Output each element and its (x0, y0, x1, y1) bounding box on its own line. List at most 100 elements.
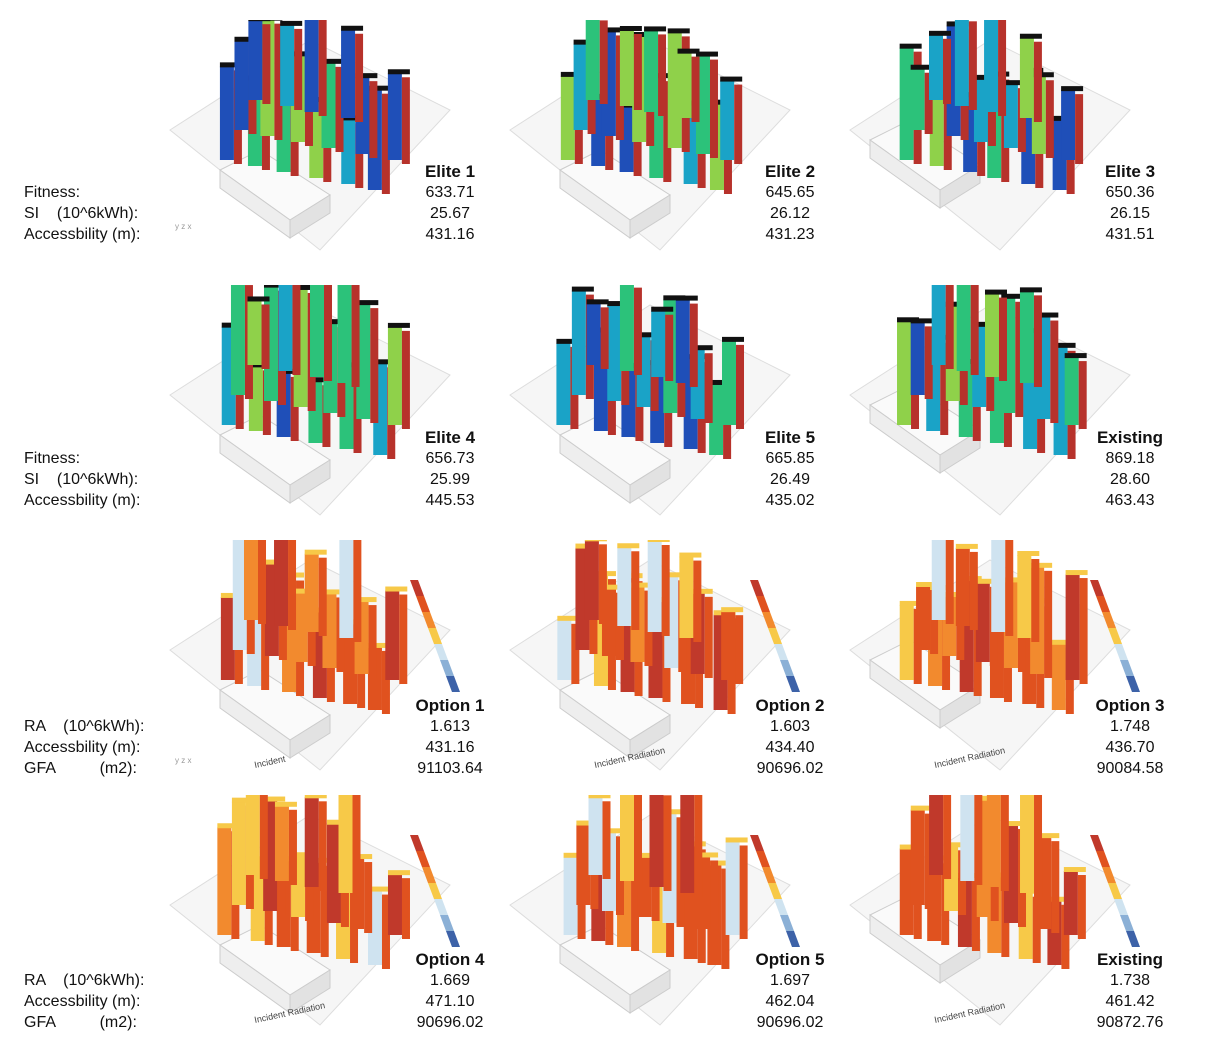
metric-value: 26.49 (769, 471, 811, 488)
massing-render (169, 20, 451, 251)
metric-value: 463.43 (1105, 492, 1155, 509)
massing-render (509, 795, 800, 1026)
metric-label: Accessbility (m): (24, 993, 141, 1010)
metric-label: Accessbility (m): (24, 492, 141, 509)
metric-value: 26.15 (1109, 205, 1151, 222)
tower (356, 300, 379, 423)
metric-value: 869.18 (1105, 450, 1155, 467)
metric-value: 1.669 (429, 972, 471, 989)
tower (1061, 86, 1084, 164)
tower (1051, 639, 1074, 714)
axis-gizmo-icon: y z x (175, 756, 192, 765)
metric-label: SI (10^6kWh): (24, 471, 139, 488)
tower (1019, 287, 1042, 387)
block-side (629, 714, 671, 759)
tower (385, 586, 408, 684)
tower (387, 870, 410, 939)
radiation-legend (750, 580, 800, 692)
block-side (939, 939, 981, 984)
panel-title: Elite 3 (1104, 162, 1156, 181)
metric-value: 645.65 (765, 184, 815, 201)
tower (954, 20, 977, 110)
tower (1064, 353, 1087, 429)
panel-title: Elite 5 (764, 428, 816, 447)
block-side (629, 969, 671, 1014)
axis-gizmo-icon: y z x (175, 222, 192, 231)
block-side (289, 714, 331, 759)
tower (1019, 33, 1042, 122)
tower (387, 69, 410, 164)
metric-value: 462.04 (765, 993, 815, 1010)
metric-value: 431.16 (425, 739, 475, 756)
block-side (629, 459, 671, 504)
panel-title: Option 4 (415, 950, 485, 969)
massing-render: Incident Radiation (169, 795, 460, 1026)
block-side (939, 684, 981, 729)
tower (585, 20, 608, 104)
metric-value: 90872.76 (1096, 1014, 1164, 1031)
metric-label: RA (10^6kWh): (24, 718, 145, 735)
metric-value: 431.16 (425, 226, 475, 243)
tower (725, 837, 748, 939)
tower (1017, 550, 1040, 642)
tower (248, 20, 271, 104)
block-side (939, 164, 981, 209)
tower (721, 607, 744, 684)
tower (956, 285, 979, 375)
massing-render (849, 285, 1131, 516)
panel-title: Option 3 (1095, 696, 1165, 715)
radiation-legend (410, 580, 460, 692)
tower (722, 336, 745, 429)
block-side (289, 459, 331, 504)
tower (341, 25, 364, 122)
metric-value: 1.613 (429, 718, 471, 735)
tower (620, 795, 643, 885)
metric-label: GFA (m2): (24, 760, 137, 777)
tower (960, 795, 983, 885)
massing-render: Incident Radiation (509, 540, 800, 771)
metric-labels: Fitness:SI (10^6kWh):Accessbility (m): (24, 182, 140, 245)
metric-value: 650.36 (1105, 184, 1155, 201)
tower (931, 540, 954, 624)
metric-value: 1.738 (1109, 972, 1151, 989)
metric-labels: RA (10^6kWh): Accessbility (m): GFA (m2): (24, 716, 144, 779)
tower (310, 285, 333, 381)
tower (280, 20, 303, 110)
tower (278, 285, 301, 375)
tower (675, 295, 698, 387)
metric-value: 90084.58 (1096, 760, 1164, 777)
tower (1063, 867, 1086, 939)
massing-render: Incident (169, 540, 460, 771)
block-side (289, 194, 331, 239)
tower (274, 540, 297, 630)
tower (584, 540, 607, 624)
metric-value: 25.67 (429, 205, 471, 222)
metric-value: 1.748 (1109, 718, 1151, 735)
tower (929, 795, 952, 879)
metric-value: 25.99 (429, 471, 471, 488)
metric-value: 445.53 (425, 492, 475, 509)
massing-render (509, 285, 791, 516)
tower (910, 805, 933, 909)
tower (649, 795, 672, 891)
tower (984, 289, 1007, 381)
metric-value: 435.02 (765, 492, 815, 509)
tower (1003, 80, 1026, 152)
tower (245, 795, 268, 879)
tower (586, 299, 609, 369)
radiation-legend (750, 835, 800, 947)
tower (910, 64, 933, 134)
panel-title: Option 1 (415, 696, 485, 715)
tower (617, 543, 640, 630)
massing-render: Incident Radiation (849, 795, 1140, 1026)
metric-label: SI (10^6kWh): (24, 205, 139, 222)
metric-labels: RA (10^6kWh):Accessbility (m):GFA (m2): (24, 970, 144, 1033)
tower (984, 20, 1007, 116)
metric-label: Accessbility (m): (24, 739, 141, 756)
